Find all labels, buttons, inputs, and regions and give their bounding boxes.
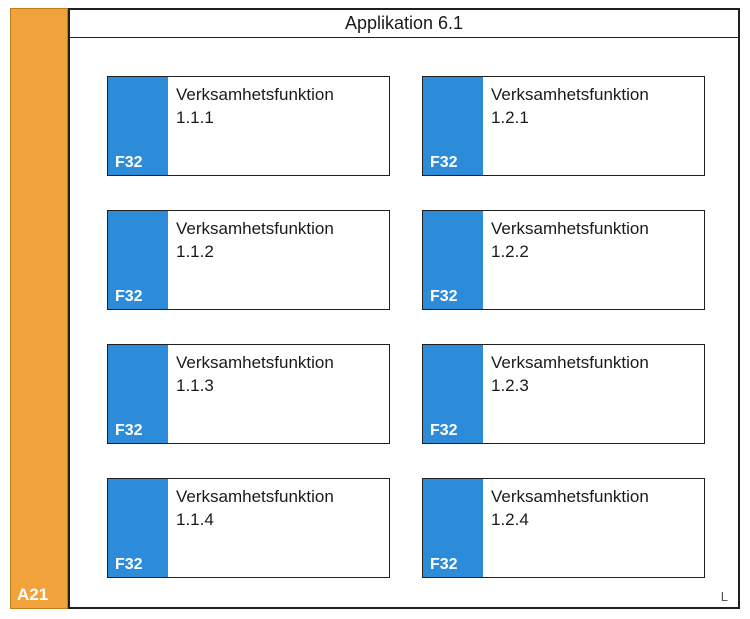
function-card[interactable]: F32 Verksamhetsfunktion 1.2.1 <box>422 76 705 176</box>
function-name: Verksamhetsfunktion <box>176 85 334 104</box>
function-number: 1.1.4 <box>176 509 214 529</box>
function-badge: F32 <box>108 77 168 175</box>
function-name: Verksamhetsfunktion <box>176 487 334 506</box>
function-name: Verksamhetsfunktion <box>176 353 334 372</box>
function-card[interactable]: F32 Verksamhetsfunktion 1.1.2 <box>107 210 390 310</box>
application-container[interactable]: Applikation 6.1 F32 Verksamhetsfunktion … <box>68 8 740 609</box>
function-badge-label: F32 <box>115 556 143 573</box>
application-component-label: A21 <box>17 585 49 604</box>
function-label: Verksamhetsfunktion 1.2.4 <box>483 479 657 577</box>
function-card[interactable]: F32 Verksamhetsfunktion 1.1.3 <box>107 344 390 444</box>
function-label: Verksamhetsfunktion 1.1.2 <box>168 211 342 309</box>
function-badge-label: F32 <box>430 556 458 573</box>
function-badge-label: F32 <box>430 422 458 439</box>
function-name: Verksamhetsfunktion <box>176 219 334 238</box>
function-label: Verksamhetsfunktion 1.1.1 <box>168 77 342 175</box>
function-number: 1.1.1 <box>176 107 214 127</box>
function-name: Verksamhetsfunktion <box>491 353 649 372</box>
function-badge: F32 <box>423 77 483 175</box>
function-card[interactable]: F32 Verksamhetsfunktion 1.2.3 <box>422 344 705 444</box>
function-label: Verksamhetsfunktion 1.2.1 <box>483 77 657 175</box>
function-label: Verksamhetsfunktion 1.2.3 <box>483 345 657 443</box>
function-name: Verksamhetsfunktion <box>491 85 649 104</box>
application-title: Applikation 6.1 <box>344 13 464 33</box>
function-number: 1.2.4 <box>491 509 529 529</box>
function-card[interactable]: F32 Verksamhetsfunktion 1.1.1 <box>107 76 390 176</box>
function-card[interactable]: F32 Verksamhetsfunktion 1.2.2 <box>422 210 705 310</box>
function-number: 1.2.2 <box>491 241 529 261</box>
application-header: Applikation 6.1 <box>70 10 738 38</box>
function-badge: F32 <box>423 211 483 309</box>
function-badge-label: F32 <box>115 288 143 305</box>
function-label: Verksamhetsfunktion 1.2.2 <box>483 211 657 309</box>
application-component-bar[interactable]: A21 <box>10 8 68 609</box>
function-name: Verksamhetsfunktion <box>491 219 649 238</box>
function-badge-label: F32 <box>115 154 143 171</box>
cards-grid: F32 Verksamhetsfunktion 1.1.1 F32 Verksa… <box>107 76 705 578</box>
corner-label: L <box>720 589 728 604</box>
function-label: Verksamhetsfunktion 1.1.3 <box>168 345 342 443</box>
function-label: Verksamhetsfunktion 1.1.4 <box>168 479 342 577</box>
function-badge-label: F32 <box>430 288 458 305</box>
function-badge-label: F32 <box>115 422 143 439</box>
function-badge: F32 <box>108 345 168 443</box>
function-number: 1.2.3 <box>491 375 529 395</box>
function-badge: F32 <box>423 479 483 577</box>
function-name: Verksamhetsfunktion <box>491 487 649 506</box>
function-badge: F32 <box>108 479 168 577</box>
function-number: 1.1.2 <box>176 241 214 261</box>
function-number: 1.2.1 <box>491 107 529 127</box>
function-card[interactable]: F32 Verksamhetsfunktion 1.1.4 <box>107 478 390 578</box>
function-badge: F32 <box>108 211 168 309</box>
function-badge: F32 <box>423 345 483 443</box>
function-number: 1.1.3 <box>176 375 214 395</box>
function-card[interactable]: F32 Verksamhetsfunktion 1.2.4 <box>422 478 705 578</box>
function-badge-label: F32 <box>430 154 458 171</box>
